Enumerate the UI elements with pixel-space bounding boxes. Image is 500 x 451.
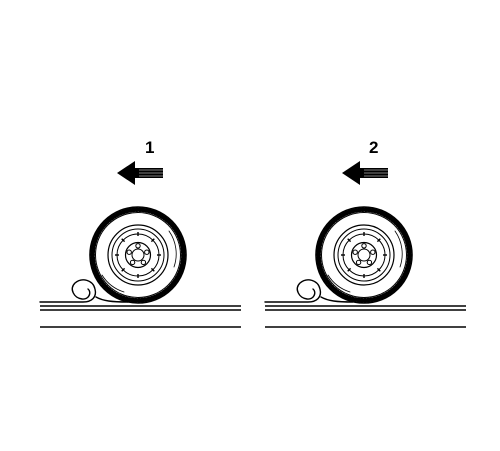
ground-strip-line [95,296,129,303]
ground-strip-line [320,296,354,303]
panel-label-1: 1 [145,138,154,157]
panel-1: 1 [39,138,241,328]
ground-strip-curl [39,279,97,303]
panel-label-2: 2 [369,138,378,157]
tire-rolling-icon [90,207,186,303]
panel-2: 2 [264,138,466,328]
tire-rolling-icon [316,207,412,303]
arrow-left-icon [116,160,164,186]
arrow-left-icon [341,160,389,186]
ground-strip-curl [264,279,322,303]
